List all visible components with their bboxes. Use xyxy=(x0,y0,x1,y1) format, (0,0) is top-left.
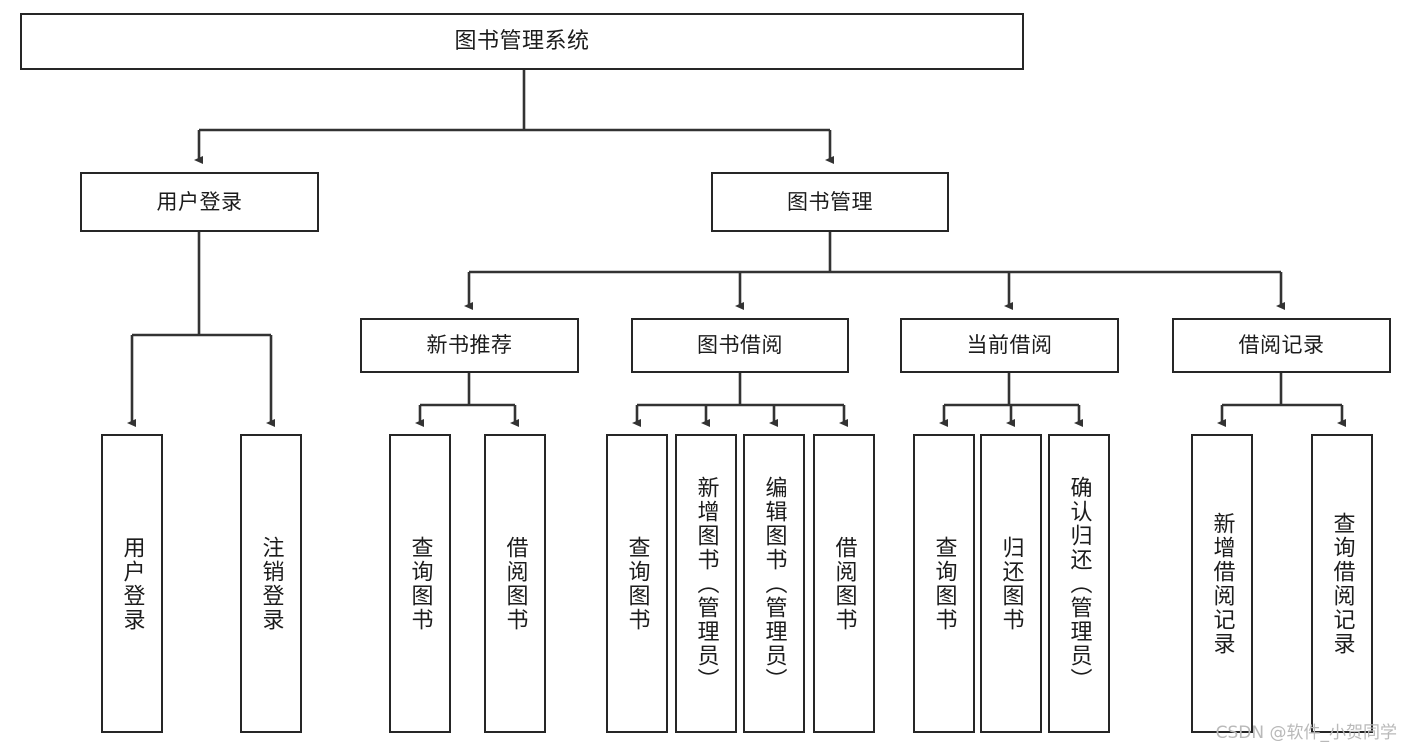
leaf-borrow-add-book-admin[interactable]: 新增图书（管理员） xyxy=(675,434,737,733)
node-book-management[interactable]: 图书管理 xyxy=(711,172,949,232)
node-label: 查询图书 xyxy=(407,535,433,632)
leaf-current-confirm-return-admin[interactable]: 确认归还（管理员） xyxy=(1048,434,1110,733)
node-label: 用户登录 xyxy=(119,535,145,632)
leaf-user-login-login[interactable]: 用户登录 xyxy=(101,434,163,733)
node-label: 借阅记录 xyxy=(1238,333,1325,358)
watermark-text: CSDN @软件_小贺同学 xyxy=(1215,723,1397,743)
node-label: 新增借阅记录 xyxy=(1209,511,1235,656)
node-label: 归还图书 xyxy=(998,535,1024,632)
node-user-login[interactable]: 用户登录 xyxy=(80,172,319,232)
leaf-user-login-logout[interactable]: 注销登录 xyxy=(240,434,302,733)
node-label: 图书管理系统 xyxy=(454,28,590,54)
leaf-new-book-query[interactable]: 查询图书 xyxy=(389,434,451,733)
node-root-book-management-system[interactable]: 图书管理系统 xyxy=(20,13,1024,70)
leaf-record-add-record[interactable]: 新增借阅记录 xyxy=(1191,434,1253,733)
leaf-current-query-book[interactable]: 查询图书 xyxy=(913,434,975,733)
node-label: 注销登录 xyxy=(258,535,284,632)
node-label: 查询图书 xyxy=(624,535,650,632)
node-label: 图书借阅 xyxy=(697,333,783,358)
node-new-book-recommend[interactable]: 新书推荐 xyxy=(360,318,579,373)
node-label: 借阅图书 xyxy=(502,535,528,632)
leaf-current-return-book[interactable]: 归还图书 xyxy=(980,434,1042,733)
node-borrow-record[interactable]: 借阅记录 xyxy=(1172,318,1391,373)
node-label: 编辑图书（管理员） xyxy=(761,475,787,692)
node-label: 借阅图书 xyxy=(831,535,857,632)
leaf-borrow-borrow-book[interactable]: 借阅图书 xyxy=(813,434,875,733)
node-label: 查询借阅记录 xyxy=(1329,511,1355,656)
node-label: 用户登录 xyxy=(156,189,243,214)
node-label: 新书推荐 xyxy=(426,333,513,358)
node-label: 图书管理 xyxy=(787,189,873,214)
node-label: 新增图书（管理员） xyxy=(693,475,719,692)
leaf-new-book-borrow[interactable]: 借阅图书 xyxy=(484,434,546,733)
node-label: 确认归还（管理员） xyxy=(1066,475,1092,692)
node-label: 查询图书 xyxy=(931,535,957,632)
node-current-borrow[interactable]: 当前借阅 xyxy=(900,318,1119,373)
leaf-borrow-query-book[interactable]: 查询图书 xyxy=(606,434,668,733)
node-label: 当前借阅 xyxy=(966,333,1053,358)
leaf-record-query-record[interactable]: 查询借阅记录 xyxy=(1311,434,1373,733)
leaf-borrow-edit-book-admin[interactable]: 编辑图书（管理员） xyxy=(743,434,805,733)
node-book-borrow[interactable]: 图书借阅 xyxy=(631,318,849,373)
